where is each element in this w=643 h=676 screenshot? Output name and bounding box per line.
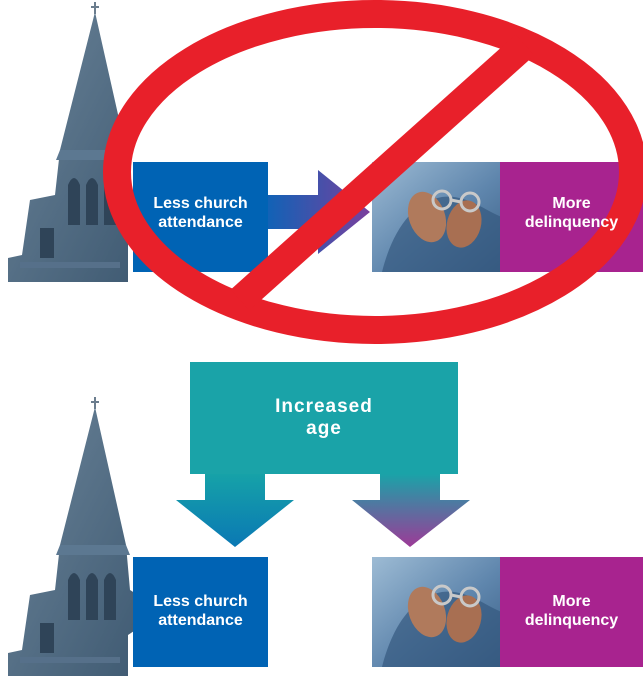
cause-label-top-line1: Less church <box>153 195 248 212</box>
effect-label-top-line2: delinquency <box>524 214 619 231</box>
effect-label-top-line1: More <box>552 195 591 212</box>
arrow-down-left <box>176 474 294 547</box>
common-cause-label-line2: age <box>306 418 342 439</box>
no-sign-icon <box>103 0 643 344</box>
common-cause-box <box>190 362 458 474</box>
common-cause-label: Increased age <box>190 396 458 440</box>
church-steeple-image-bottom <box>7 396 141 676</box>
cause-box-bottom <box>133 557 268 667</box>
handcuffs-photo-bottom <box>370 555 504 669</box>
cause-label-bottom: Less church attendance <box>133 592 268 630</box>
cause-label-bottom-line1: Less church <box>153 593 248 610</box>
cause-label-top-line2: attendance <box>158 214 243 231</box>
cause-label-bottom-line2: attendance <box>158 612 243 629</box>
effect-box-bottom <box>500 557 643 667</box>
common-cause-label-line1: Increased <box>275 396 373 417</box>
effect-label-bottom-line2: delinquency <box>524 612 619 629</box>
effect-label-bottom: More delinquency <box>500 592 643 630</box>
effect-label-bottom-line1: More <box>552 593 591 610</box>
effect-label-top: More delinquency <box>500 194 643 232</box>
arrow-down-right <box>352 474 470 547</box>
cause-label-top: Less church attendance <box>133 194 268 232</box>
